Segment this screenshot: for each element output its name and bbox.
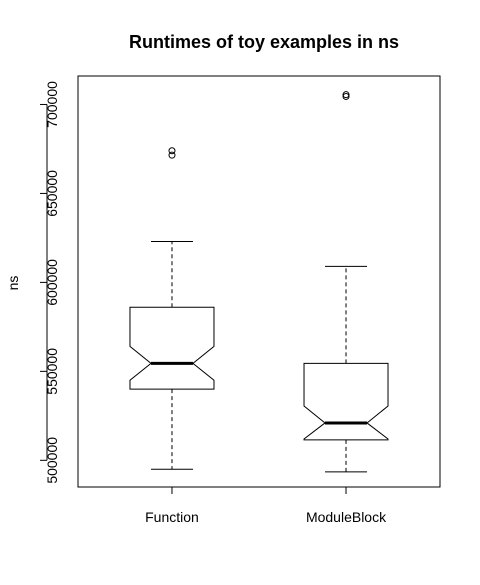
x-axis: Function ModuleBlock	[145, 486, 387, 525]
y-tick-label: 650000	[44, 170, 60, 217]
outlier-point	[342, 91, 350, 99]
y-axis: 500000 550000 600000 650000 700000	[40, 81, 60, 484]
chart-title: Runtimes of toy examples in ns	[129, 32, 399, 52]
y-tick-label: 500000	[44, 437, 60, 484]
y-tick-label: 700000	[44, 81, 60, 128]
y-tick-label: 600000	[44, 259, 60, 306]
notched-box	[129, 306, 215, 390]
x-tick-label: ModuleBlock	[306, 509, 387, 525]
box-function	[129, 147, 215, 470]
boxes-layer	[129, 91, 389, 473]
box-moduleblock	[303, 91, 389, 473]
x-tick-label: Function	[145, 509, 199, 525]
outlier-point	[168, 147, 176, 155]
y-tick-label: 550000	[44, 348, 60, 395]
notched-box	[303, 362, 389, 441]
plot-frame	[77, 75, 441, 488]
y-axis-label: ns	[5, 276, 21, 291]
outlier-point	[168, 151, 176, 159]
